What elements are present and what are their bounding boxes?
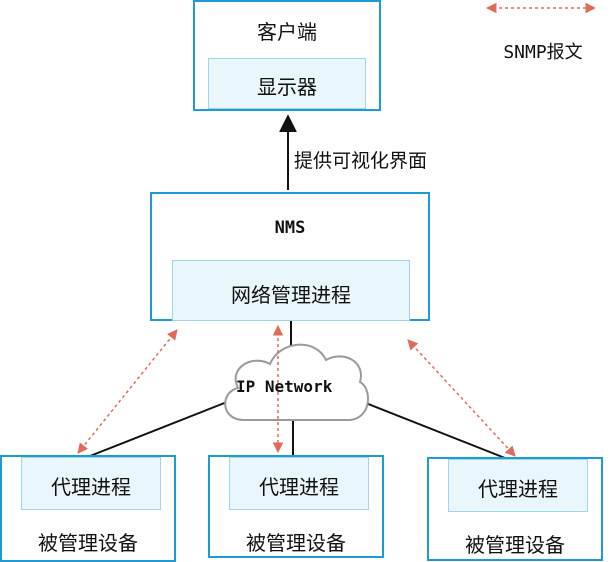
agent-process-box-2: 代理进程 (229, 457, 369, 510)
device-caption-2: 被管理设备 (246, 531, 346, 555)
device-caption-3: 被管理设备 (465, 533, 565, 557)
managed-device-3: 代理进程 被管理设备 (427, 457, 603, 561)
nms-process-box: 网络管理进程 (172, 260, 410, 321)
agent-process-label-1: 代理进程 (51, 475, 131, 499)
network-device3-link (357, 399, 506, 459)
nms-box: NMS 网络管理进程 (150, 192, 430, 321)
display-box: 显示器 (208, 58, 366, 109)
display-label: 显示器 (257, 75, 317, 99)
network-label: IP Network (236, 377, 333, 396)
client-box: 客户端 显示器 (193, 0, 381, 111)
managed-device-2: 代理进程 被管理设备 (208, 455, 384, 558)
client-title: 客户端 (257, 20, 317, 44)
agent-process-label-3: 代理进程 (478, 477, 558, 501)
agent-process-box-1: 代理进程 (21, 457, 161, 510)
visualization-label: 提供可视化界面 (294, 150, 428, 172)
managed-device-1: 代理进程 被管理设备 (0, 455, 176, 562)
device-caption-1: 被管理设备 (38, 531, 138, 555)
nms-process-label: 网络管理进程 (231, 283, 351, 307)
snmp-arrow-device1 (77, 329, 178, 454)
agent-process-box-3: 代理进程 (448, 459, 588, 512)
agent-process-label-2: 代理进程 (259, 475, 339, 499)
cloud-shape (224, 343, 370, 421)
legend-label: SNMP报文 (503, 42, 583, 63)
nms-title: NMS (274, 218, 306, 238)
snmp-arrow-device3 (407, 339, 516, 457)
network-device1-link (89, 399, 233, 457)
